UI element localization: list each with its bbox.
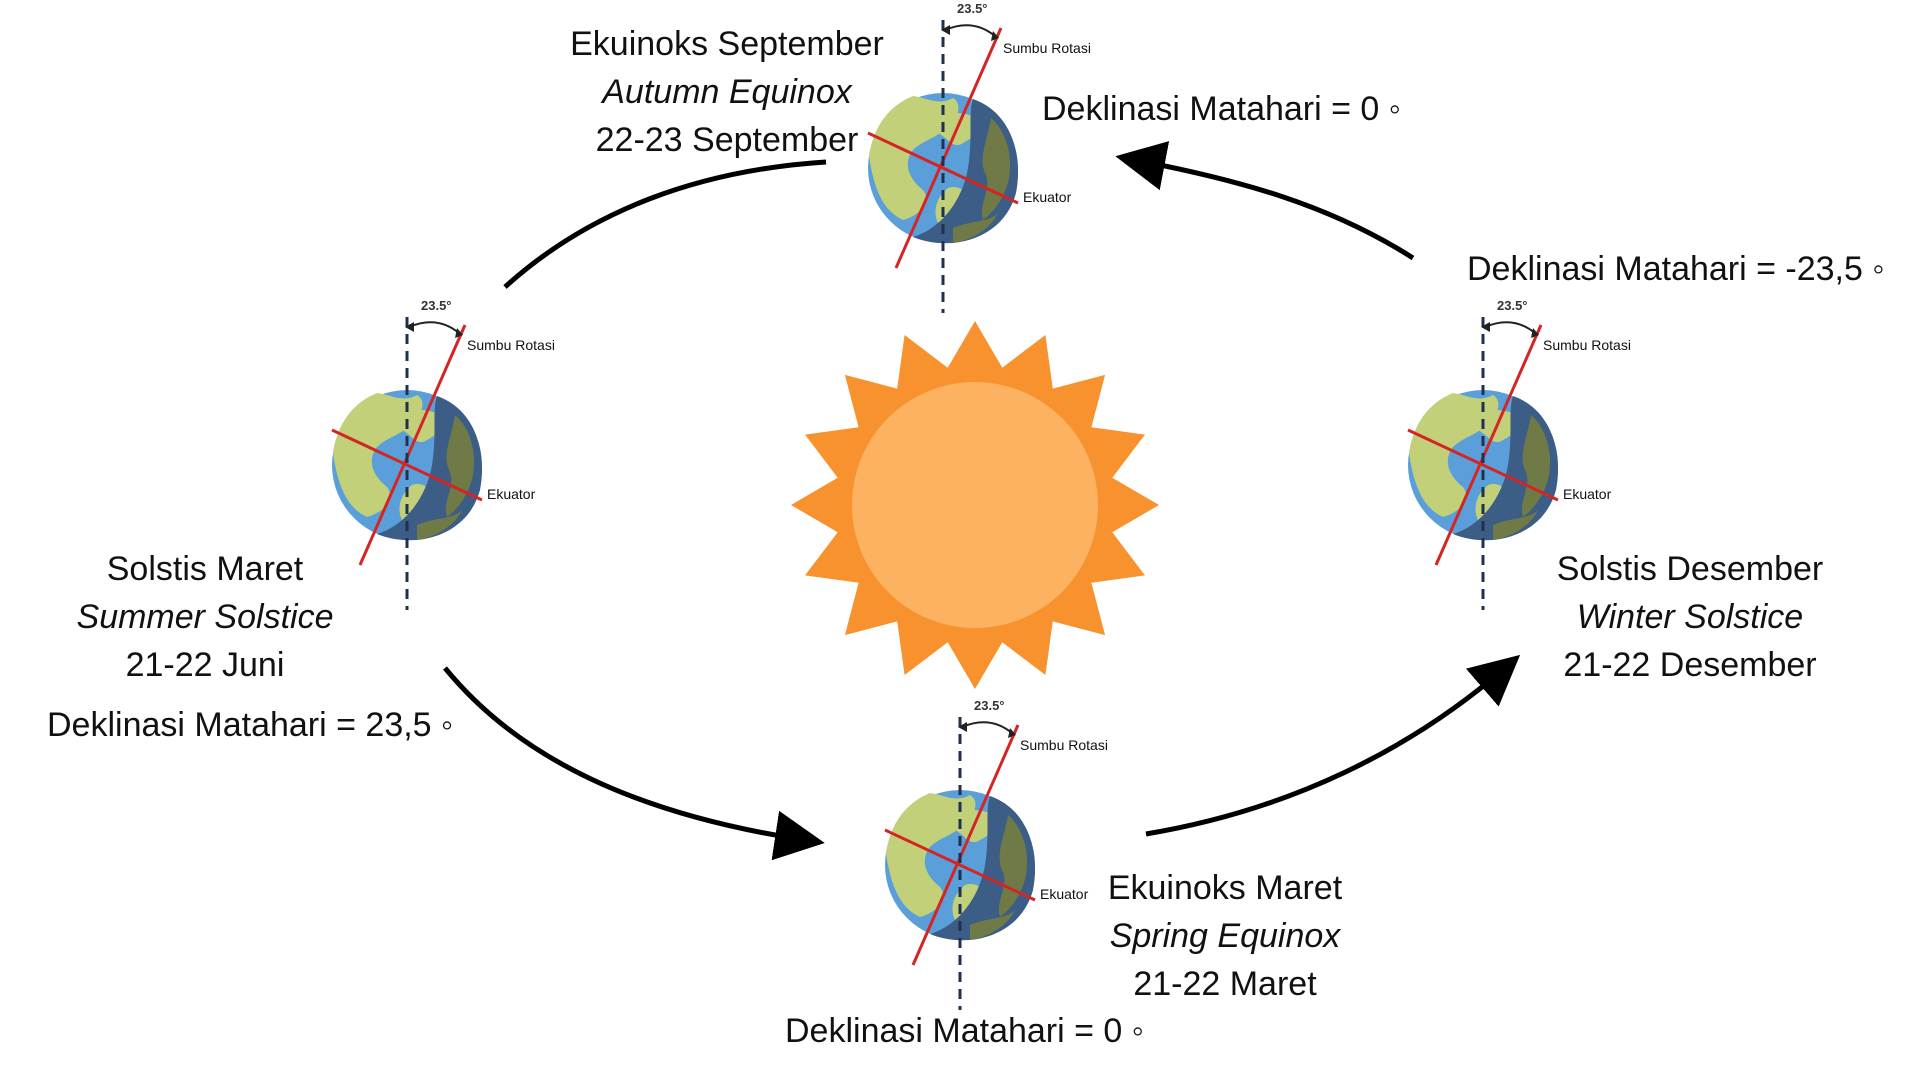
declination-bottom: Deklinasi Matahari = 0 ◦ xyxy=(785,1012,1144,1050)
earth-top: 23.5° Sumbu Rotasi Ekuator xyxy=(866,1,1091,315)
angle-label: 23.5° xyxy=(957,1,988,16)
position-subtitle: Winter Solstice xyxy=(1576,598,1804,636)
position-title: Ekuinoks September xyxy=(570,25,884,63)
sun-core xyxy=(852,382,1098,628)
equator-label: Ekuator xyxy=(1563,486,1612,502)
earth-left: 23.5° Sumbu Rotasi Ekuator xyxy=(330,298,555,612)
orbit-arrow-left-to-bottom xyxy=(443,666,825,861)
position-date: 21-22 Desember xyxy=(1563,646,1817,684)
equator-label: Ekuator xyxy=(1023,189,1072,205)
earth-right: 23.5° Sumbu Rotasi Ekuator xyxy=(1406,298,1631,612)
orbit-arrow-right-to-top xyxy=(1115,141,1415,261)
axis-label: Sumbu Rotasi xyxy=(1543,337,1631,353)
axis-label: Sumbu Rotasi xyxy=(467,337,555,353)
label-bottom: Ekuinoks Maret Spring Equinox 21-22 Mare… xyxy=(1075,864,1375,1008)
angle-label: 23.5° xyxy=(974,698,1005,713)
sun xyxy=(791,321,1159,689)
position-title: Solstis Desember xyxy=(1556,550,1824,588)
declination-left: Deklinasi Matahari = 23,5 ◦ xyxy=(47,706,454,744)
position-title: Ekuinoks Maret xyxy=(1107,869,1343,907)
position-subtitle: Summer Solstice xyxy=(76,598,334,636)
equator-label: Ekuator xyxy=(1040,886,1089,902)
label-top: Ekuinoks September Autumn Equinox 22-23 … xyxy=(557,20,897,164)
label-right: Solstis Desember Winter Solstice 21-22 D… xyxy=(1525,545,1855,689)
angle-label: 23.5° xyxy=(1497,298,1528,313)
position-subtitle: Autumn Equinox xyxy=(602,73,852,111)
position-date: 21-22 Maret xyxy=(1133,965,1317,1003)
orbit-arrow-left-to-top xyxy=(503,159,827,289)
earth-bottom: 23.5° Sumbu Rotasi Ekuator xyxy=(883,698,1108,1012)
equator-label: Ekuator xyxy=(487,486,536,502)
position-subtitle: Spring Equinox xyxy=(1109,917,1341,955)
declination-right: Deklinasi Matahari = -23,5 ◦ xyxy=(1467,250,1885,288)
position-title: Solstis Maret xyxy=(106,550,304,588)
position-date: 21-22 Juni xyxy=(125,646,285,684)
axis-label: Sumbu Rotasi xyxy=(1020,737,1108,753)
axis-label: Sumbu Rotasi xyxy=(1003,40,1091,56)
label-left: Solstis Maret Summer Solstice 21-22 Juni xyxy=(55,545,355,689)
position-date: 22-23 September xyxy=(595,121,859,159)
orbit-arrow-bottom-to-right xyxy=(1145,654,1521,837)
declination-top: Deklinasi Matahari = 0 ◦ xyxy=(1042,90,1401,128)
angle-label: 23.5° xyxy=(421,298,452,313)
